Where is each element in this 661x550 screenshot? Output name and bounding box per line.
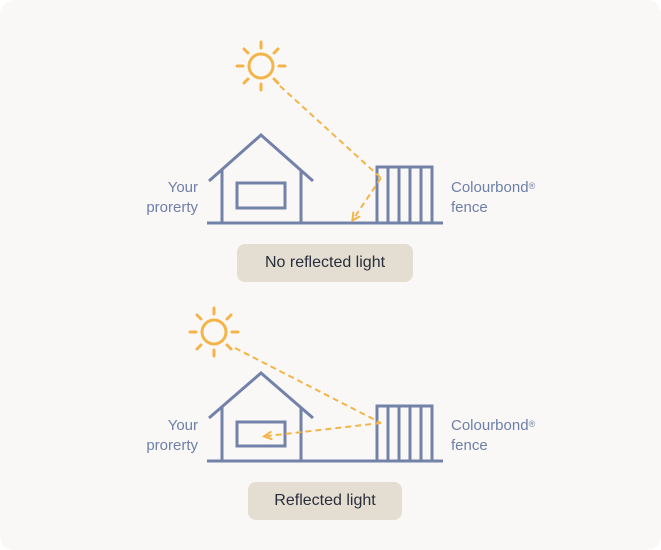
- caption-badge: Reflected light: [248, 482, 402, 520]
- fence-label-line2: fence: [451, 199, 488, 216]
- scene-no-reflection: Your prorerty Colourbond® fence No refle…: [78, 40, 591, 282]
- light-ray-arrow-icon: [234, 347, 382, 436]
- property-label-line2: prorerty: [146, 199, 198, 216]
- property-label-line1: Your: [167, 179, 198, 196]
- fence-label: Colourbond® fence: [451, 178, 591, 218]
- fence-icon: [375, 165, 434, 225]
- property-label: Your prorerty: [78, 178, 198, 218]
- sun-icon: [235, 40, 287, 92]
- property-label: Your prorerty: [78, 416, 198, 456]
- scene-reflection: Your prorerty Colourbond® fence Reflecte…: [0, 275, 661, 550]
- property-label-line2: prorerty: [146, 437, 198, 454]
- house-icon: [208, 371, 314, 461]
- registered-mark: ®: [528, 419, 536, 429]
- fence-label-line1: Colourbond®: [451, 179, 536, 196]
- caption-badge: No reflected light: [237, 244, 413, 282]
- light-ray-arrow-icon: [279, 85, 382, 218]
- sun-icon: [188, 306, 240, 358]
- property-label-line1: Your: [167, 417, 198, 434]
- scene-no-reflection-illustration: [207, 40, 443, 225]
- fence-label-line2: fence: [451, 437, 488, 454]
- house-icon: [208, 132, 314, 223]
- scene-reflection-illustration: [188, 306, 443, 463]
- fence-label-line1: Colourbond®: [451, 417, 536, 434]
- registered-mark: ®: [528, 181, 536, 191]
- fence-label: Colourbond® fence: [451, 416, 591, 456]
- fence-icon: [375, 404, 434, 463]
